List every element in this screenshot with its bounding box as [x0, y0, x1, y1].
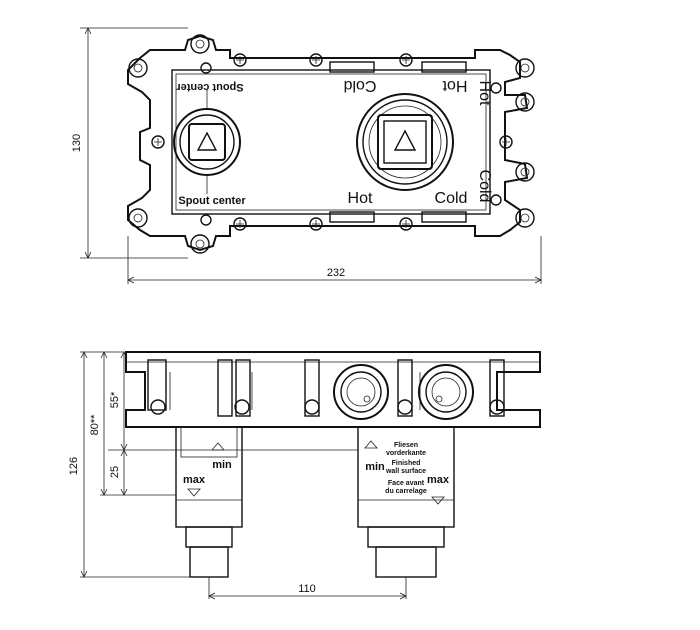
dim-25: 25	[109, 449, 128, 496]
dim-80: 80**	[89, 351, 176, 496]
note-line-1: Fliesen	[394, 442, 418, 449]
side-ports	[333, 364, 474, 420]
right-side-cartridge: min max Fliesen vorderkante Finished wal…	[357, 426, 455, 578]
screws	[151, 53, 513, 231]
label-spout-center-top: Spout center	[176, 81, 244, 93]
label-hot-flipped: Hot	[442, 77, 467, 94]
note-line-5: Face avant	[388, 480, 425, 487]
dim-height-130: 130	[71, 27, 188, 259]
dim-55-label: 55*	[109, 391, 121, 408]
top-view: Spout center Spout center Hot Cold Cold …	[71, 27, 542, 284]
dim-width-232: 232	[127, 236, 542, 284]
left-cartridge	[173, 90, 241, 194]
side-body-outline	[125, 351, 541, 428]
bracket-outline	[127, 34, 529, 252]
port-bottom-right	[421, 211, 467, 223]
dim-80-label: 80**	[89, 414, 101, 436]
valve-body-frame	[171, 69, 491, 215]
dim-126: 126	[68, 351, 190, 578]
side-view: min max min max Fliesen vorderkante Fini…	[68, 351, 541, 600]
side-right-min: min	[365, 461, 385, 473]
note-line-2: vorderkante	[386, 450, 426, 457]
label-cold-vertical: Cold	[476, 170, 493, 203]
label-spout-center-bottom: Spout center	[178, 195, 246, 207]
port-bottom-left	[329, 211, 375, 223]
side-left-max: max	[183, 474, 206, 486]
dim-55: 55*	[109, 351, 128, 451]
port-top-right	[421, 61, 467, 73]
mount-holes	[128, 34, 535, 254]
note-line-6: du carrelage	[385, 488, 427, 495]
dim-232-label: 232	[327, 267, 345, 279]
label-cold-flipped: Cold	[344, 77, 377, 94]
port-top-left	[329, 61, 375, 73]
right-cartridge	[356, 93, 454, 191]
note-line-3: Finished	[392, 460, 421, 467]
note-line-4: wall surface	[385, 468, 426, 475]
dim-130-label: 130	[71, 134, 83, 152]
side-left-min: min	[212, 459, 232, 471]
label-cold: Cold	[435, 190, 468, 207]
left-side-cartridge: min max	[175, 426, 243, 578]
side-bosses	[147, 359, 505, 417]
dim-25-label: 25	[109, 466, 121, 478]
side-right-max: max	[427, 474, 450, 486]
dim-126-label: 126	[68, 457, 80, 475]
dim-110: 110	[208, 577, 407, 600]
dim-110-label: 110	[298, 583, 316, 595]
label-hot-vertical: Hot	[476, 81, 493, 106]
label-hot: Hot	[348, 190, 373, 207]
